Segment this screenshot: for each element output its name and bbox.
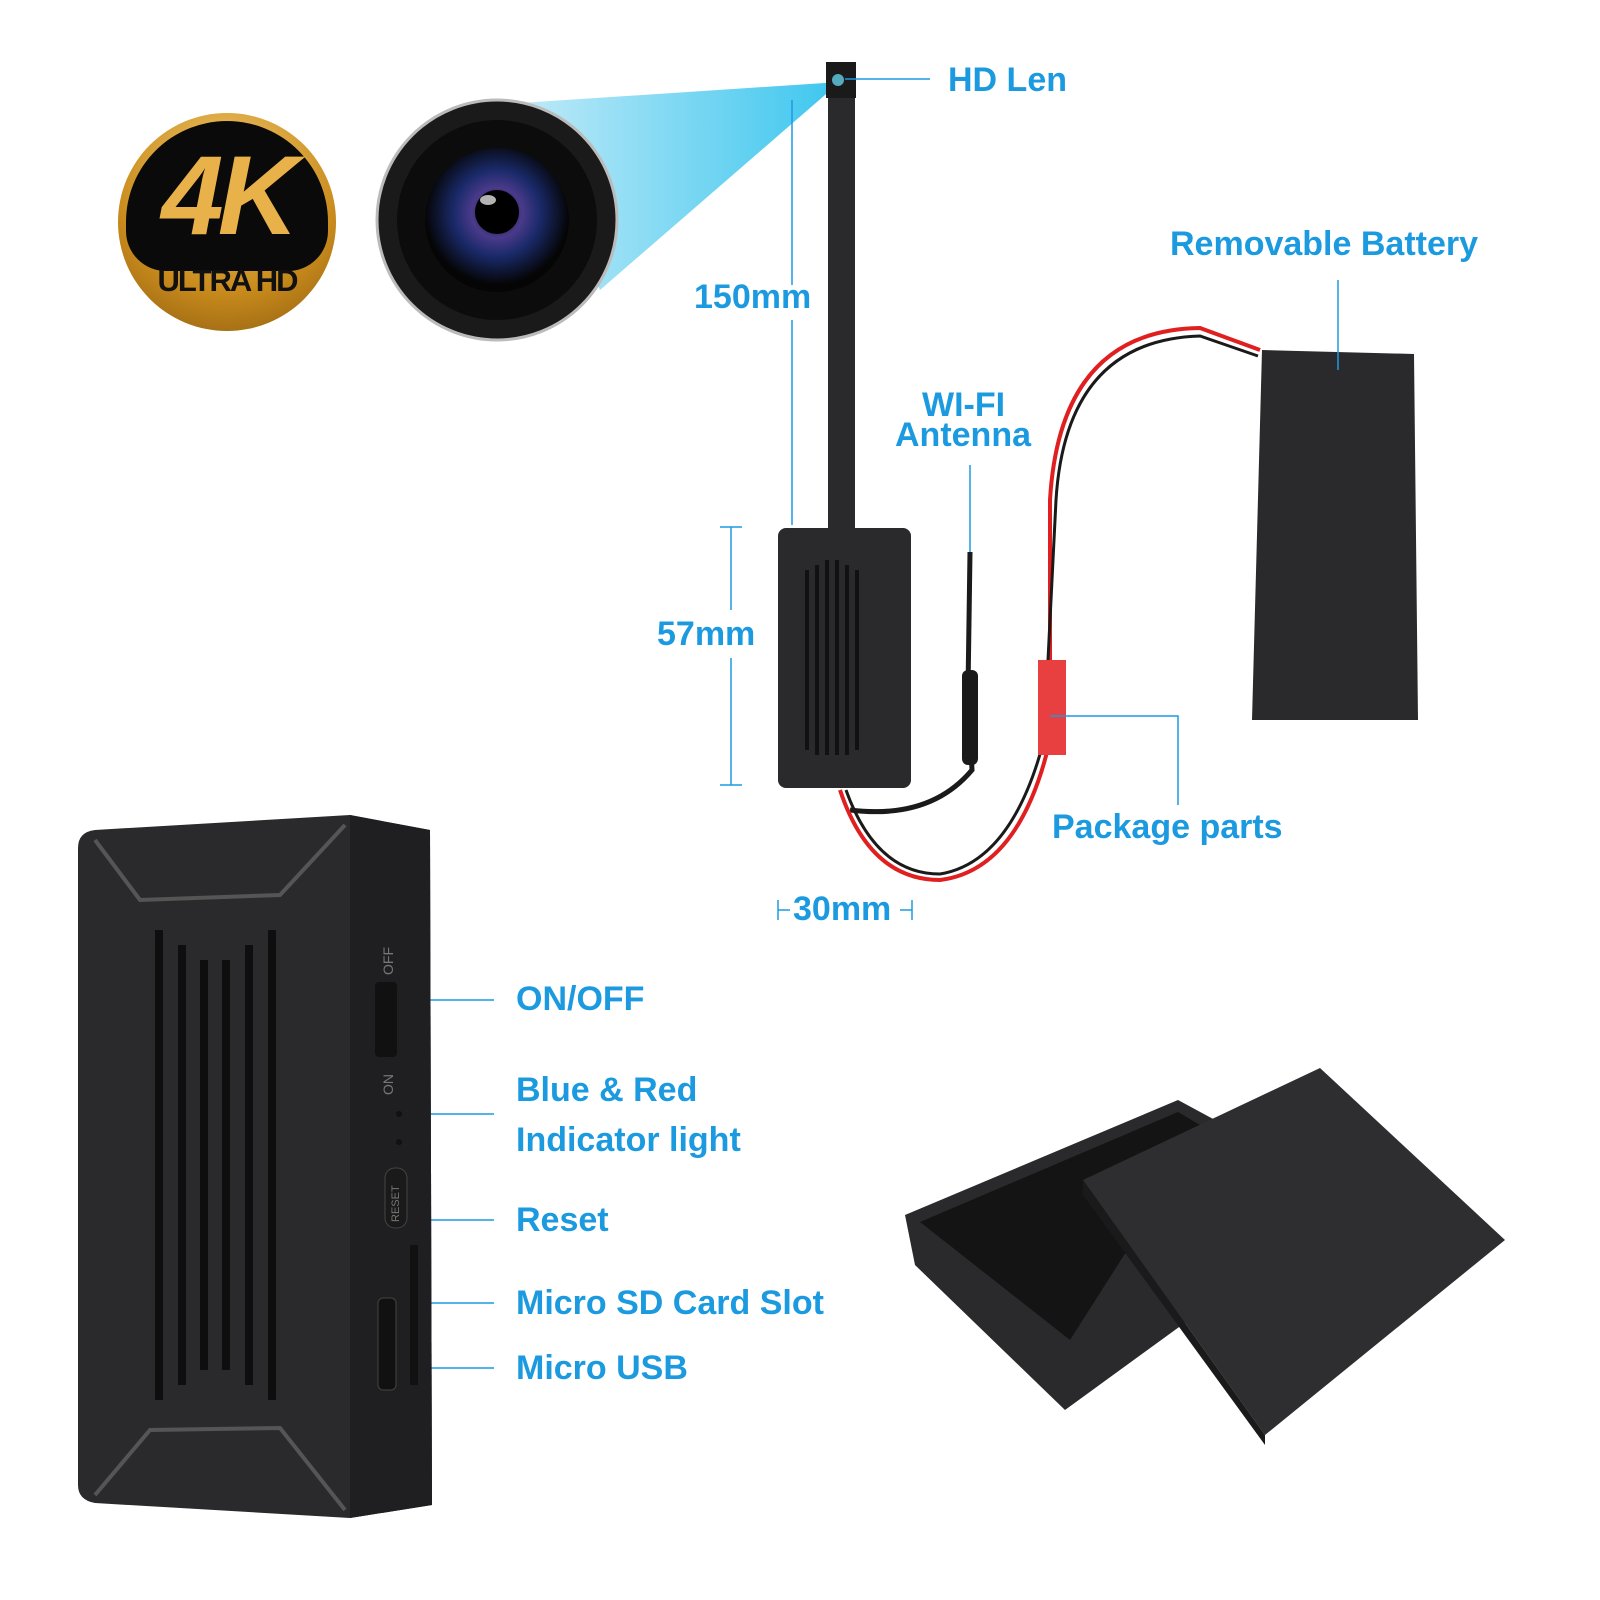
label-removable-battery: Removable Battery [1170, 225, 1479, 263]
camera-lens-image [375, 98, 619, 342]
4k-ultra-hd-badge: 4K ULTRA HD [118, 113, 336, 331]
on-off-switch [375, 982, 397, 1057]
wifi-antenna [849, 551, 975, 815]
label-indicator-line2: Indicator light [516, 1121, 741, 1159]
badge-4k-text: 4K [161, 133, 298, 258]
device-marking-reset: RESET [390, 1185, 402, 1222]
label-reset: Reset [516, 1201, 609, 1239]
label-width-30mm: 30mm [793, 890, 892, 928]
label-wifi-line1: WI-FI [922, 386, 1006, 424]
device-marking-off: OFF [380, 947, 396, 975]
reset-button [384, 1167, 408, 1229]
usb-port [377, 1297, 397, 1391]
camera-module [778, 528, 911, 788]
camera-cable [828, 65, 855, 535]
device-marking-on: ON [380, 1074, 396, 1095]
package-connector [1038, 660, 1066, 755]
label-micro-usb: Micro USB [516, 1349, 688, 1387]
label-length-150mm: 150mm [694, 278, 812, 316]
removable-battery [1252, 350, 1418, 720]
indicator-light [396, 1111, 402, 1117]
sd-slot [410, 1245, 418, 1385]
battery-wire [838, 325, 1261, 883]
label-sd-slot: Micro SD Card Slot [516, 1284, 824, 1322]
label-package-parts: Package parts [1052, 808, 1283, 846]
label-height-57mm: 57mm [657, 615, 756, 653]
label-on-off: ON/OFF [516, 980, 645, 1018]
badge-ultra-hd-text: ULTRA HD [157, 263, 299, 298]
label-indicator-line1: Blue & Red [516, 1071, 698, 1109]
gift-box [905, 1068, 1505, 1445]
large-device-view [78, 815, 432, 1518]
label-hd-len: HD Len [948, 61, 1067, 99]
label-wifi-line2: Antenna [895, 416, 1031, 454]
